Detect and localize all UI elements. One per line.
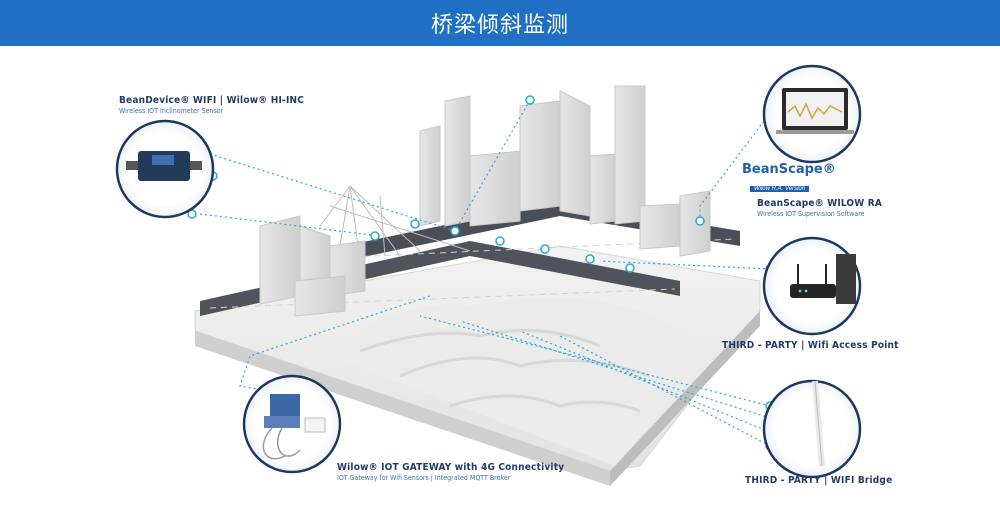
city-illustration (115, 64, 862, 486)
software-subtitle: Wireless IOT Supervision Software (757, 210, 865, 218)
software-label: BeanScape® WILOW RA Wireless IOT Supervi… (757, 198, 882, 218)
gateway-subtitle: IOT Gateway for Wifi Sensors | Integrate… (337, 474, 511, 482)
page-title: 桥梁倾斜监测 (430, 13, 569, 38)
skyline (259, 85, 711, 317)
diagram-scene: BeanDevice® WIFI | Wilow® HI-INC Wireles… (0, 46, 1000, 512)
access-point-label: THIRD - PARTY | Wifi Access Point (722, 340, 899, 351)
gateway-title: Wilow® IOT GATEWAY with 4G Connectivity (337, 462, 565, 473)
access-point-router-icon (762, 236, 862, 336)
gateway-label: Wilow® IOT GATEWAY with 4G Connectivity … (337, 462, 564, 482)
logo-word: BeanScape® (742, 162, 836, 177)
terrain (330, 297, 720, 466)
logo-sub: Wilow R.A. Version (750, 186, 810, 192)
sensor-subtitle: Wireless IOT Inclinometer Sensor (119, 107, 224, 115)
software-title: BeanScape® WILOW RA (757, 198, 883, 209)
sensor-label: BeanDevice® WIFI | Wilow® HI-INC Wireles… (119, 95, 304, 115)
title-banner: 桥梁倾斜监测 (0, 0, 1000, 46)
wifi-bridge-antenna-icon (762, 379, 862, 479)
bridge-label: THIRD - PARTY | WIFI Bridge (745, 475, 892, 486)
laptop-icon (762, 64, 862, 164)
beanscape-logo: BeanScape® Wilow R.A. Version (742, 162, 836, 195)
sensor-title: BeanDevice® WIFI | Wilow® HI-INC (119, 95, 305, 106)
access-point-title: THIRD - PARTY | Wifi Access Point (722, 340, 899, 351)
iot-gateway-icon (242, 374, 342, 474)
inclinometer-sensor-icon (115, 119, 215, 219)
bridge-title: THIRD - PARTY | WIFI Bridge (745, 475, 893, 486)
